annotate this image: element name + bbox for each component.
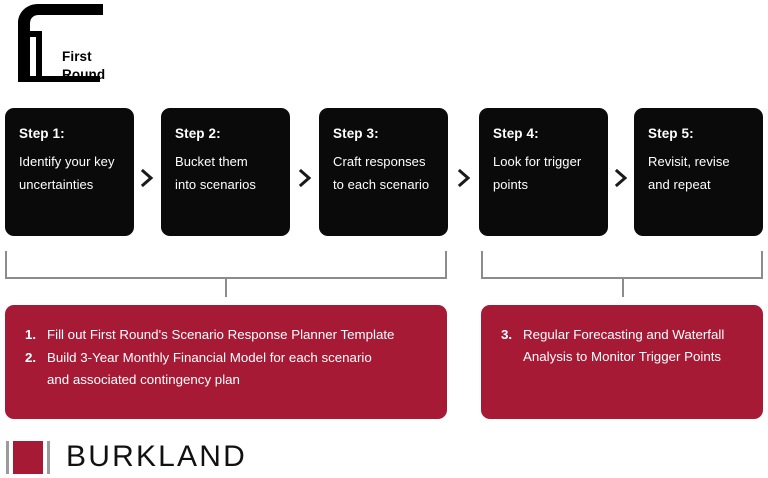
step-3-line-2: to each scenario	[333, 176, 430, 192]
step-1-title: Step 1:	[19, 126, 65, 141]
step-4-title: Step 4:	[493, 126, 539, 141]
step-3-line-1: Craft responses	[333, 154, 426, 170]
action-item-2: 2. Build 3-Year Monthly Financial Model …	[23, 347, 429, 391]
step-5-title: Step 5:	[648, 126, 694, 141]
burkland-wordmark: BURKLAND	[66, 440, 247, 473]
bracket-mark-icon	[18, 4, 103, 82]
step-3-title: Step 3:	[333, 126, 379, 141]
bracket-connectors	[0, 245, 768, 307]
action-boxes: 1. Fill out First Round's Scenario Respo…	[0, 305, 768, 419]
step-1-line-2: uncertainties	[19, 176, 94, 192]
chevron-right-icon-3	[456, 168, 472, 188]
action-item-2-line-2: and associated contingency plan	[47, 372, 240, 388]
action-item-2-line-1: Build 3-Year Monthly Financial Model for…	[47, 350, 372, 366]
action-box-left[interactable]: 1. Fill out First Round's Scenario Respo…	[5, 305, 447, 419]
burkland-rule-left	[6, 440, 9, 474]
chevron-right-icon-2	[297, 168, 313, 188]
step-2-title: Step 2:	[175, 126, 221, 141]
action-item-3-line-1: Regular Forecasting and Waterfall	[523, 327, 725, 342]
step-box-3[interactable]: Step 3: Craft responses to each scenario	[319, 108, 448, 236]
burkland-logo: BURKLAND	[6, 440, 247, 474]
action-box-right[interactable]: 3. Regular Forecasting and Waterfall Ana…	[481, 305, 763, 419]
action-item-3-line-2: Analysis to Monitor Trigger Points	[523, 349, 722, 365]
step-2-line-1: Bucket them	[175, 154, 248, 170]
first-round-wordmark: First Round	[62, 48, 105, 84]
chevron-right-icon-4	[613, 168, 629, 188]
step-5-line-1: Revisit, revise	[648, 154, 730, 170]
step-2-line-2: into scenarios	[175, 176, 256, 192]
first-round-logo: First Round	[8, 4, 118, 94]
chevron-right-icon-1	[139, 168, 155, 188]
step-1-line-1: Identify your key	[19, 154, 115, 170]
step-box-5[interactable]: Step 5: Revisit, revise and repeat	[634, 108, 763, 236]
action-item-1-number: 1.	[25, 327, 37, 342]
action-item-1: 1. Fill out First Round's Scenario Respo…	[23, 324, 429, 346]
step-sequence: Step 1: Identify your key uncertainties …	[0, 108, 768, 236]
action-item-1-line-1: Fill out First Round's Scenario Response…	[47, 327, 395, 342]
step-4-line-2: points	[493, 176, 528, 192]
step-box-2[interactable]: Step 2: Bucket them into scenarios	[161, 108, 290, 236]
step-5-line-2: and repeat	[648, 176, 711, 192]
step-box-1[interactable]: Step 1: Identify your key uncertainties	[5, 108, 134, 236]
first-round-line-1: First	[62, 49, 92, 64]
bracket-left	[5, 251, 447, 279]
burkland-rule-right	[47, 440, 50, 474]
action-item-2-number: 2.	[25, 350, 37, 366]
step-box-4[interactable]: Step 4: Look for trigger points	[479, 108, 608, 236]
step-4-line-1: Look for trigger	[493, 154, 582, 170]
action-item-3-number: 3.	[501, 327, 513, 342]
bracket-right	[481, 251, 763, 279]
action-item-3: 3. Regular Forecasting and Waterfall Ana…	[499, 324, 745, 368]
first-round-line-2: Round	[62, 66, 106, 82]
burkland-square-icon	[13, 440, 43, 474]
